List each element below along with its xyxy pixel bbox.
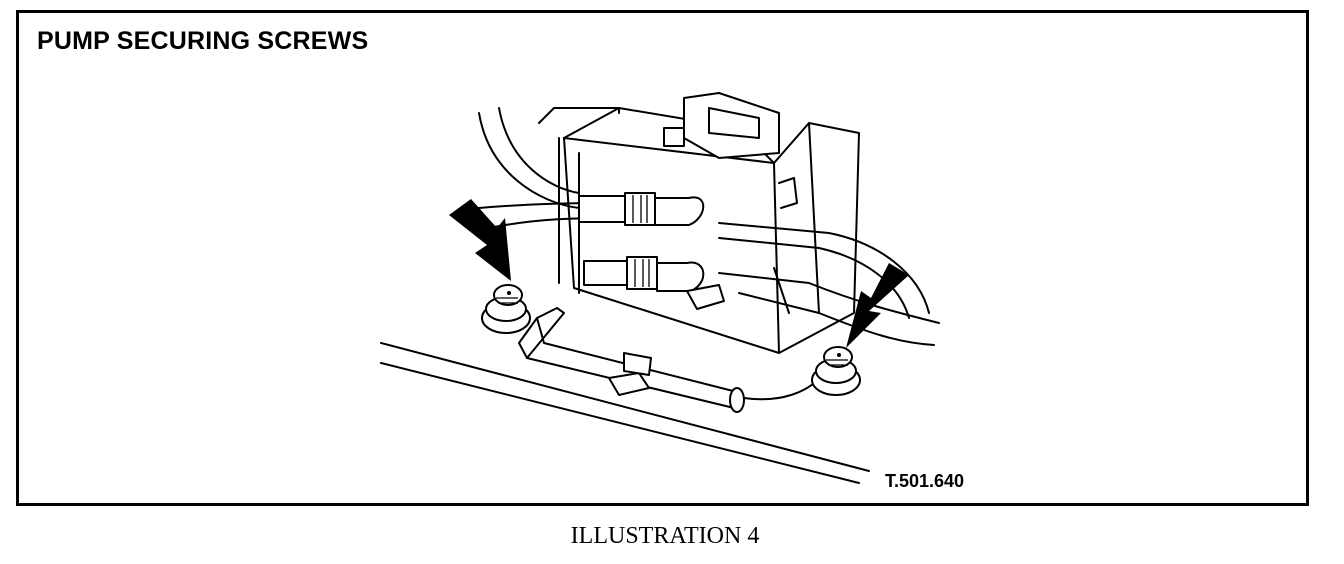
screw-icon [811,346,861,396]
illustration-caption: ILLUSTRATION 4 [570,523,760,549]
lower-fitting [583,256,725,310]
figure-title: PUMP SECURING SCREWS [37,27,369,55]
arrow-pointer-icon [846,263,909,348]
upper-fitting [578,192,705,226]
base-rail [380,342,870,484]
drawing-reference-code: T.501.640 [885,471,965,491]
arrow-pointer-icon [449,199,511,281]
illustration-frame: PUMP SECURING SCREWS [16,10,1309,506]
pump-body [538,92,860,354]
screw-icon [481,284,531,334]
rod-assembly [518,307,745,413]
pump-line-drawing [380,92,940,484]
